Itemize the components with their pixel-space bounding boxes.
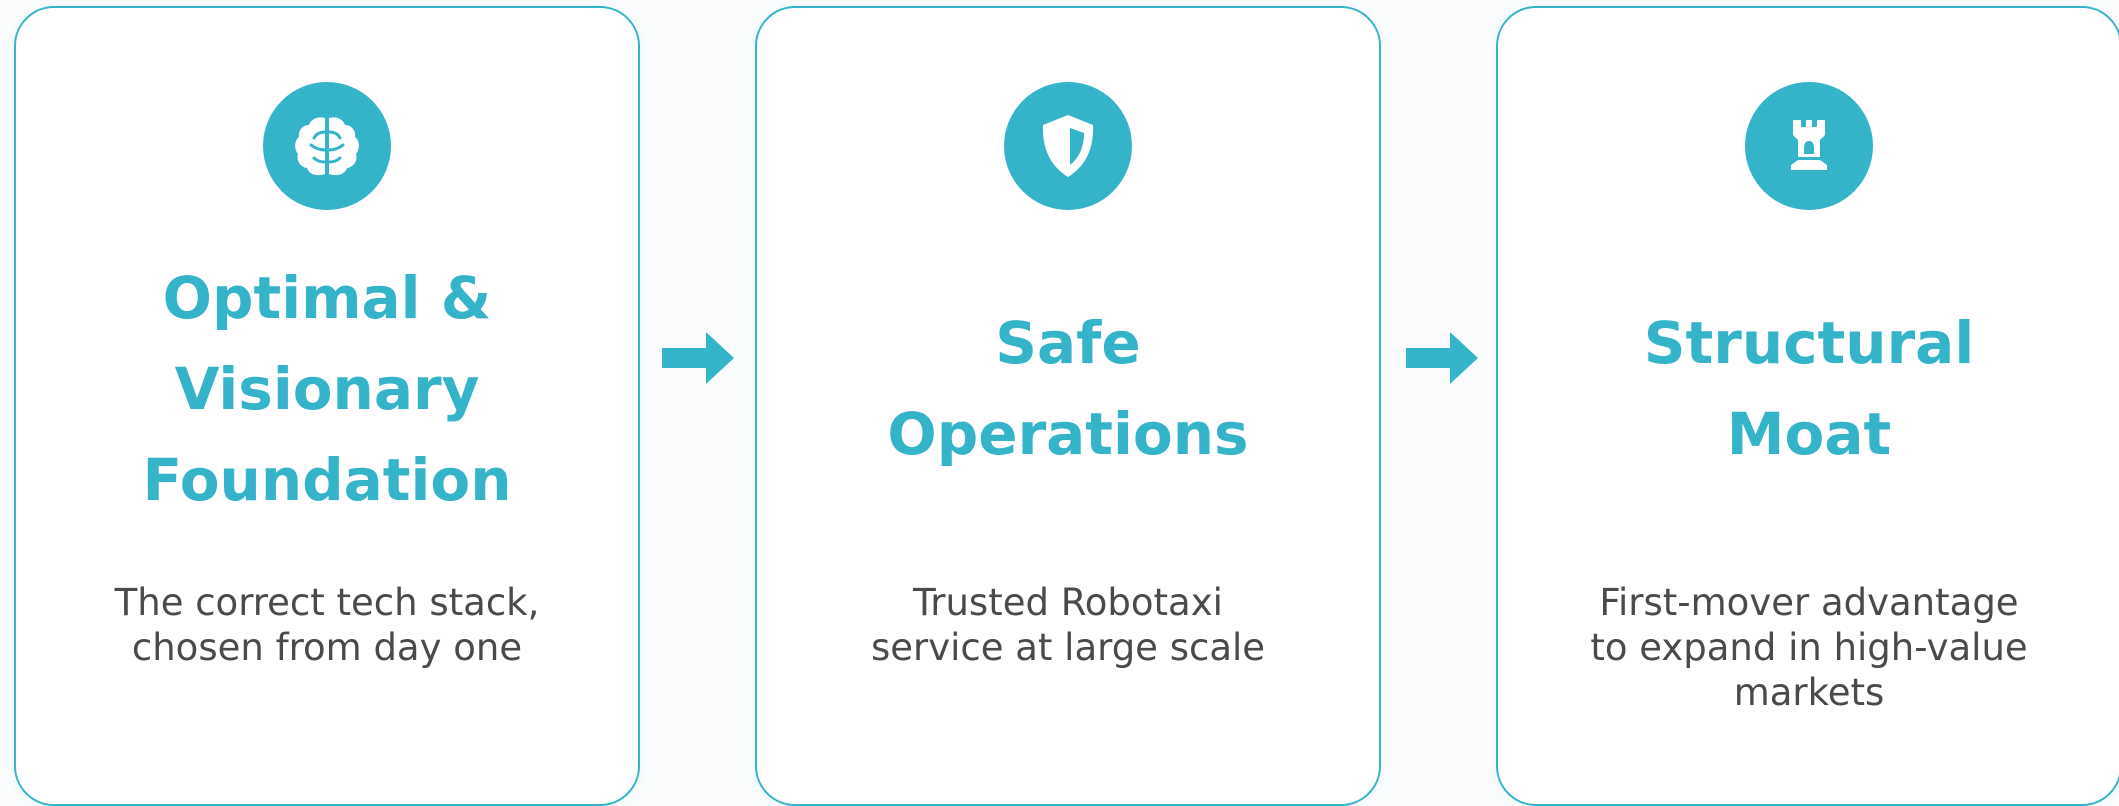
card-description: The correct tech stack, chosen from day … [114,581,540,669]
arrow-right-icon [662,332,734,384]
card-title: Structural Moat [1643,309,1975,468]
card-title-box: Structural Moat [1518,244,2100,534]
card-title: Optimal & Visionary Foundation [142,263,512,514]
icon-badge [263,82,391,210]
card-title-box: Optimal & Visionary Foundation [36,244,618,534]
arrow-right-icon [1406,332,1478,384]
shield-icon [1042,115,1094,177]
card-description: Trusted Robotaxi service at large scale [870,581,1266,669]
card-structural-moat: Structural Moat First-mover advantage to… [1496,6,2119,806]
icon-badge [1745,82,1873,210]
brain-icon [295,117,359,176]
card-title-box: Safe Operations [777,244,1359,534]
card-safe-operations: Safe Operations Trusted Robotaxi service… [755,6,1381,806]
card-title: Safe Operations [887,309,1249,468]
card-foundation: Optimal & Visionary Foundation The corre… [14,6,640,806]
diagram: Optimal & Visionary Foundation The corre… [14,6,2119,806]
chess-rook-icon [1791,120,1827,170]
icon-badge [1004,82,1132,210]
card-description: First-mover advantage to expand in high-… [1590,581,2028,714]
